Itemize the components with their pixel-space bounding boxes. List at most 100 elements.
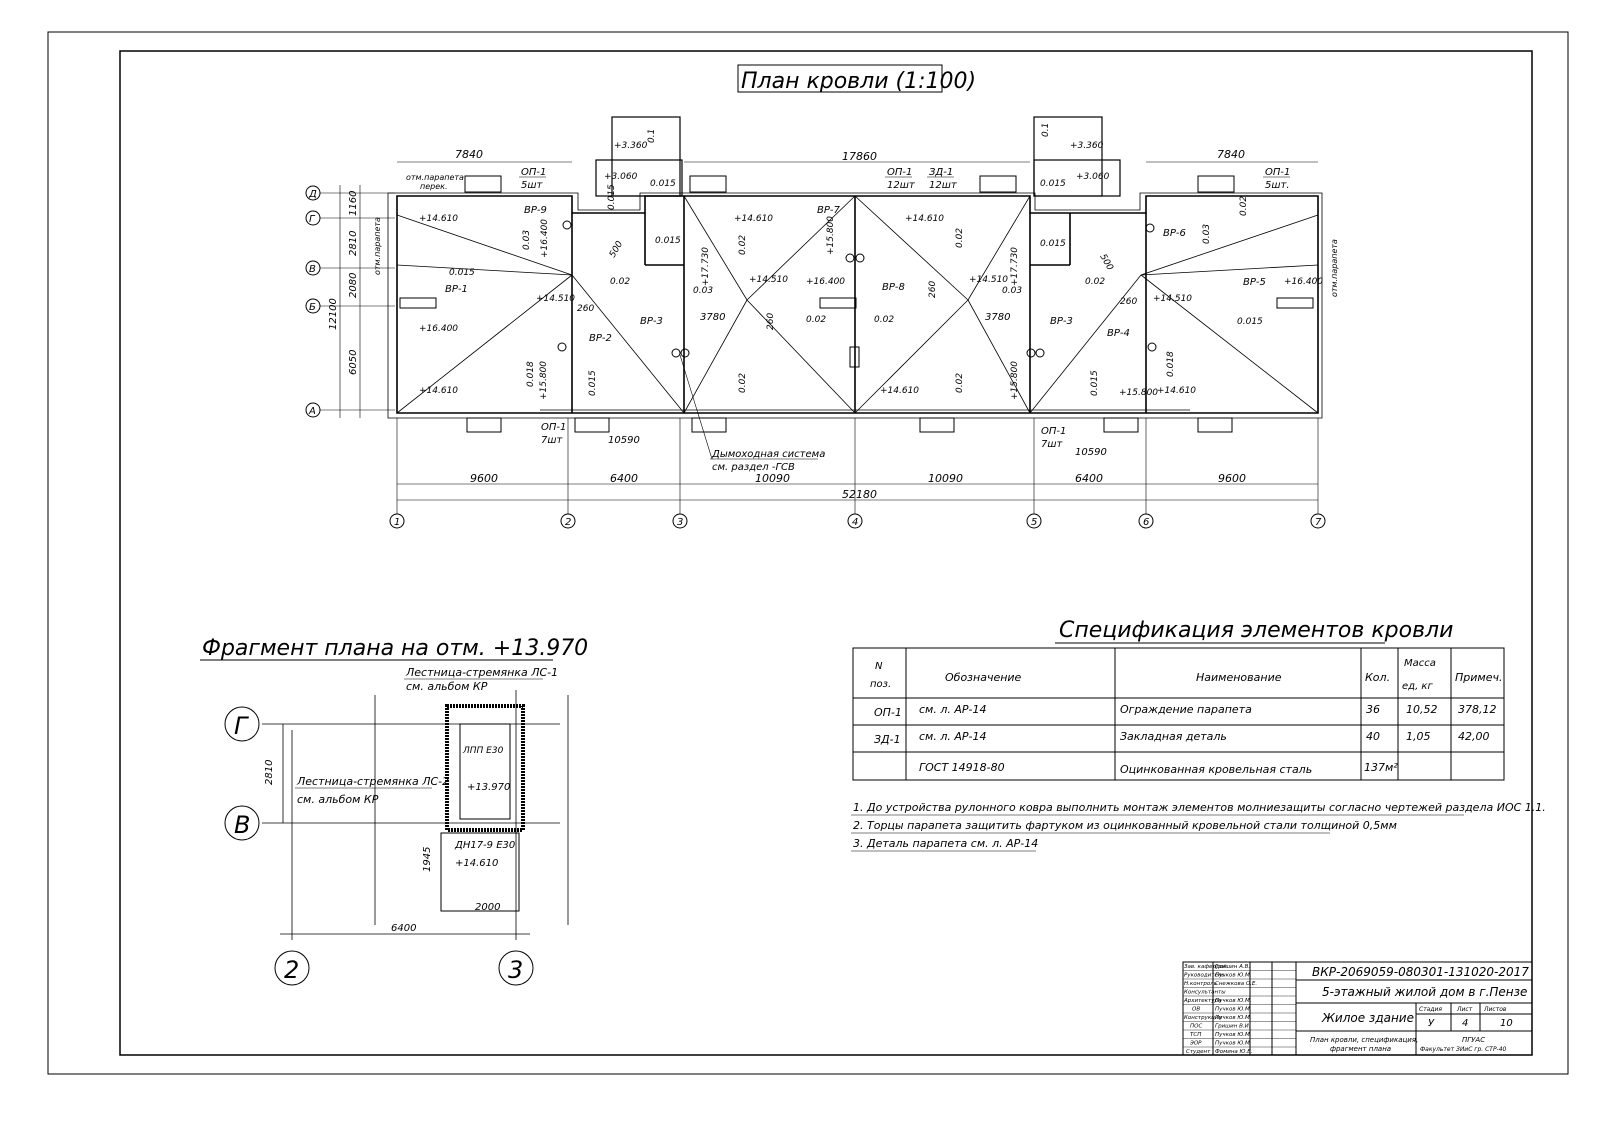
elevation-mark: +15.800 bbox=[826, 216, 836, 255]
slope-mark: 0.018 bbox=[526, 361, 536, 387]
axis-label: 7 bbox=[1315, 517, 1322, 528]
slope-mark: 0.015 bbox=[1237, 317, 1263, 327]
callout-zd1-center: ЗД-1 bbox=[929, 167, 953, 178]
spec-cell: см. л. АР-14 bbox=[919, 703, 987, 716]
stamp-name: Пучков Ю.М. bbox=[1215, 1032, 1252, 1038]
elevation-mark: +14.510 bbox=[1153, 294, 1192, 304]
callout-chimney: Дымоходная система bbox=[711, 449, 825, 460]
spec-cell: см. л. АР-14 bbox=[919, 730, 987, 743]
hatch-1-label: ЛПП Е30 bbox=[462, 746, 504, 756]
callouts: ОП-1 5шт ОП-1 12шт ЗД-1 12шт ОП-1 5шт. О… bbox=[406, 167, 1290, 473]
elevation-mark: +17.730 bbox=[701, 247, 711, 286]
callout-op1-left: ОП-1 bbox=[521, 167, 546, 178]
elevation-mark: +14.610 bbox=[880, 386, 919, 396]
stamp-sheets: 10 bbox=[1500, 1018, 1513, 1029]
slope-mark: 0.1 bbox=[1041, 123, 1051, 137]
slope-mark: 0.03 bbox=[1202, 224, 1212, 244]
elevation-mark: +14.610 bbox=[419, 214, 458, 224]
stamp-name: Пучков Ю.М. bbox=[1215, 1007, 1252, 1013]
stamp-role: Консультанты bbox=[1184, 990, 1226, 996]
sheet-outer-frame bbox=[47, 31, 1569, 1075]
slope-mark: 0.03 bbox=[522, 230, 532, 250]
stamp-name: Пучков Ю.М. bbox=[1215, 998, 1252, 1004]
fragment-title: Фрагмент плана на отм. +13.970 bbox=[202, 636, 588, 661]
stamp-role: Н.контроль bbox=[1184, 981, 1217, 987]
axis-label: 2 bbox=[284, 956, 299, 984]
dim-2810: 2810 bbox=[264, 760, 275, 785]
slope-mark: 0.02 bbox=[1239, 196, 1249, 216]
axis-label: Д bbox=[308, 189, 317, 200]
slope-mark: 0.02 bbox=[1085, 277, 1105, 287]
elevation-mark: +14.610 bbox=[419, 386, 458, 396]
note-line: 3. Деталь парапета см. л. АР-14 bbox=[853, 837, 1038, 850]
fragment-elevation: +14.610 bbox=[455, 858, 498, 869]
drain-label: ВР-6 bbox=[1163, 228, 1186, 239]
dim-small: 500 bbox=[608, 239, 625, 259]
parapet-blocks bbox=[399, 175, 1314, 433]
parapet-note-left: отм.парапета bbox=[373, 217, 382, 275]
stamp-name: Фомина Ю.В. bbox=[1215, 1049, 1253, 1055]
elevation-mark: +14.510 bbox=[536, 294, 575, 304]
axis-bubble bbox=[560, 513, 576, 529]
spec-cell: 42,00 bbox=[1458, 730, 1490, 743]
drain-label: ВР-4 bbox=[1107, 328, 1130, 339]
stamp-role: Руководитель bbox=[1184, 973, 1225, 979]
left-axes: Д Г В Б А 1160 2810 2080 6050 12100 bbox=[305, 185, 395, 418]
slope-mark: 0.02 bbox=[738, 373, 748, 393]
callout-op1-center: ОП-1 bbox=[887, 167, 912, 178]
slope-mark: 0.02 bbox=[738, 235, 748, 255]
drain-marker bbox=[1145, 223, 1155, 233]
stamp-name: Пучков Ю.М. bbox=[1215, 973, 1252, 979]
stamp-sheet-title-2: фрагмент плана bbox=[1330, 1045, 1391, 1053]
dim-left-total: 12100 bbox=[328, 298, 339, 330]
callout-zd1-center-qty: 12шт bbox=[929, 180, 958, 191]
drain-label: ВР-9 bbox=[524, 205, 547, 216]
stamp-sheets-label: Листов bbox=[1483, 1006, 1507, 1013]
slope-mark: 0.02 bbox=[955, 373, 965, 393]
dim-inner: 3780 bbox=[985, 312, 1010, 323]
ladder-1-label: Лестница-стремянка ЛС-1 bbox=[405, 666, 558, 679]
elevation-mark: +14.610 bbox=[734, 214, 773, 224]
callout-op1-bl-qty: 7шт bbox=[541, 435, 564, 446]
axis-label: В bbox=[234, 811, 250, 839]
dim-2000: 2000 bbox=[475, 902, 500, 913]
stamp-stage: У bbox=[1428, 1018, 1435, 1029]
spec-header-mass: Масса bbox=[1404, 658, 1436, 669]
roof-drains bbox=[557, 220, 1157, 358]
callout-op1-left-qty: 5шт bbox=[521, 180, 544, 191]
slope-mark: 0.018 bbox=[1166, 351, 1176, 377]
elevation-mark: +3.060 bbox=[1076, 172, 1110, 182]
top-dims: 7840 17860 7840 bbox=[397, 148, 1318, 163]
drain-marker bbox=[845, 253, 855, 263]
dim-left: 2810 bbox=[348, 231, 359, 256]
axis-bubble bbox=[224, 805, 260, 841]
spec-cell: 1,05 bbox=[1406, 730, 1431, 743]
spec-cell: Ограждение парапета bbox=[1120, 703, 1252, 716]
dim-bottom: 6400 bbox=[610, 472, 638, 485]
title-block: Зав. кафедрой Руководитель Н.контроль Ко… bbox=[1182, 961, 1533, 1056]
callout-parapet-2: перек. bbox=[420, 182, 448, 191]
note-line: 1. До устройства рулонного ковра выполни… bbox=[853, 801, 1546, 814]
slope-mark: 0.03 bbox=[1002, 286, 1022, 296]
stamp-stage-label: Стадия bbox=[1419, 1006, 1442, 1013]
stamp-role: Конструкции bbox=[1184, 1015, 1222, 1021]
dim-left: 6050 bbox=[348, 350, 359, 375]
dim-left: 2080 bbox=[348, 273, 359, 298]
bottom-dims: 9600 6400 10090 10090 6400 9600 52180 1 … bbox=[389, 418, 1326, 529]
axis-label: В bbox=[309, 264, 316, 275]
stamp-role: ОВ bbox=[1192, 1007, 1200, 1013]
spec-header-designation: Обозначение bbox=[945, 671, 1022, 684]
elevation-mark: +16.400 bbox=[419, 324, 458, 334]
dim-bottom: 9600 bbox=[470, 472, 498, 485]
axis-bubble bbox=[498, 950, 534, 986]
dim-6400: 6400 bbox=[391, 923, 416, 934]
spec-cell: ЗД-1 bbox=[874, 733, 901, 746]
stamp-name: Снежкова О.Е. bbox=[1215, 981, 1257, 987]
hatch-2-label: ДН17-9 Е30 bbox=[454, 840, 515, 851]
dim-left: 1160 bbox=[348, 191, 359, 216]
elevation-mark: +14.610 bbox=[1157, 386, 1196, 396]
spec-cell: 36 bbox=[1366, 703, 1380, 716]
stamp-name: Пучков Ю.М. bbox=[1215, 1041, 1252, 1047]
stamp-role: ЭОР bbox=[1189, 1041, 1202, 1047]
axis-label: 5 bbox=[1031, 517, 1037, 528]
